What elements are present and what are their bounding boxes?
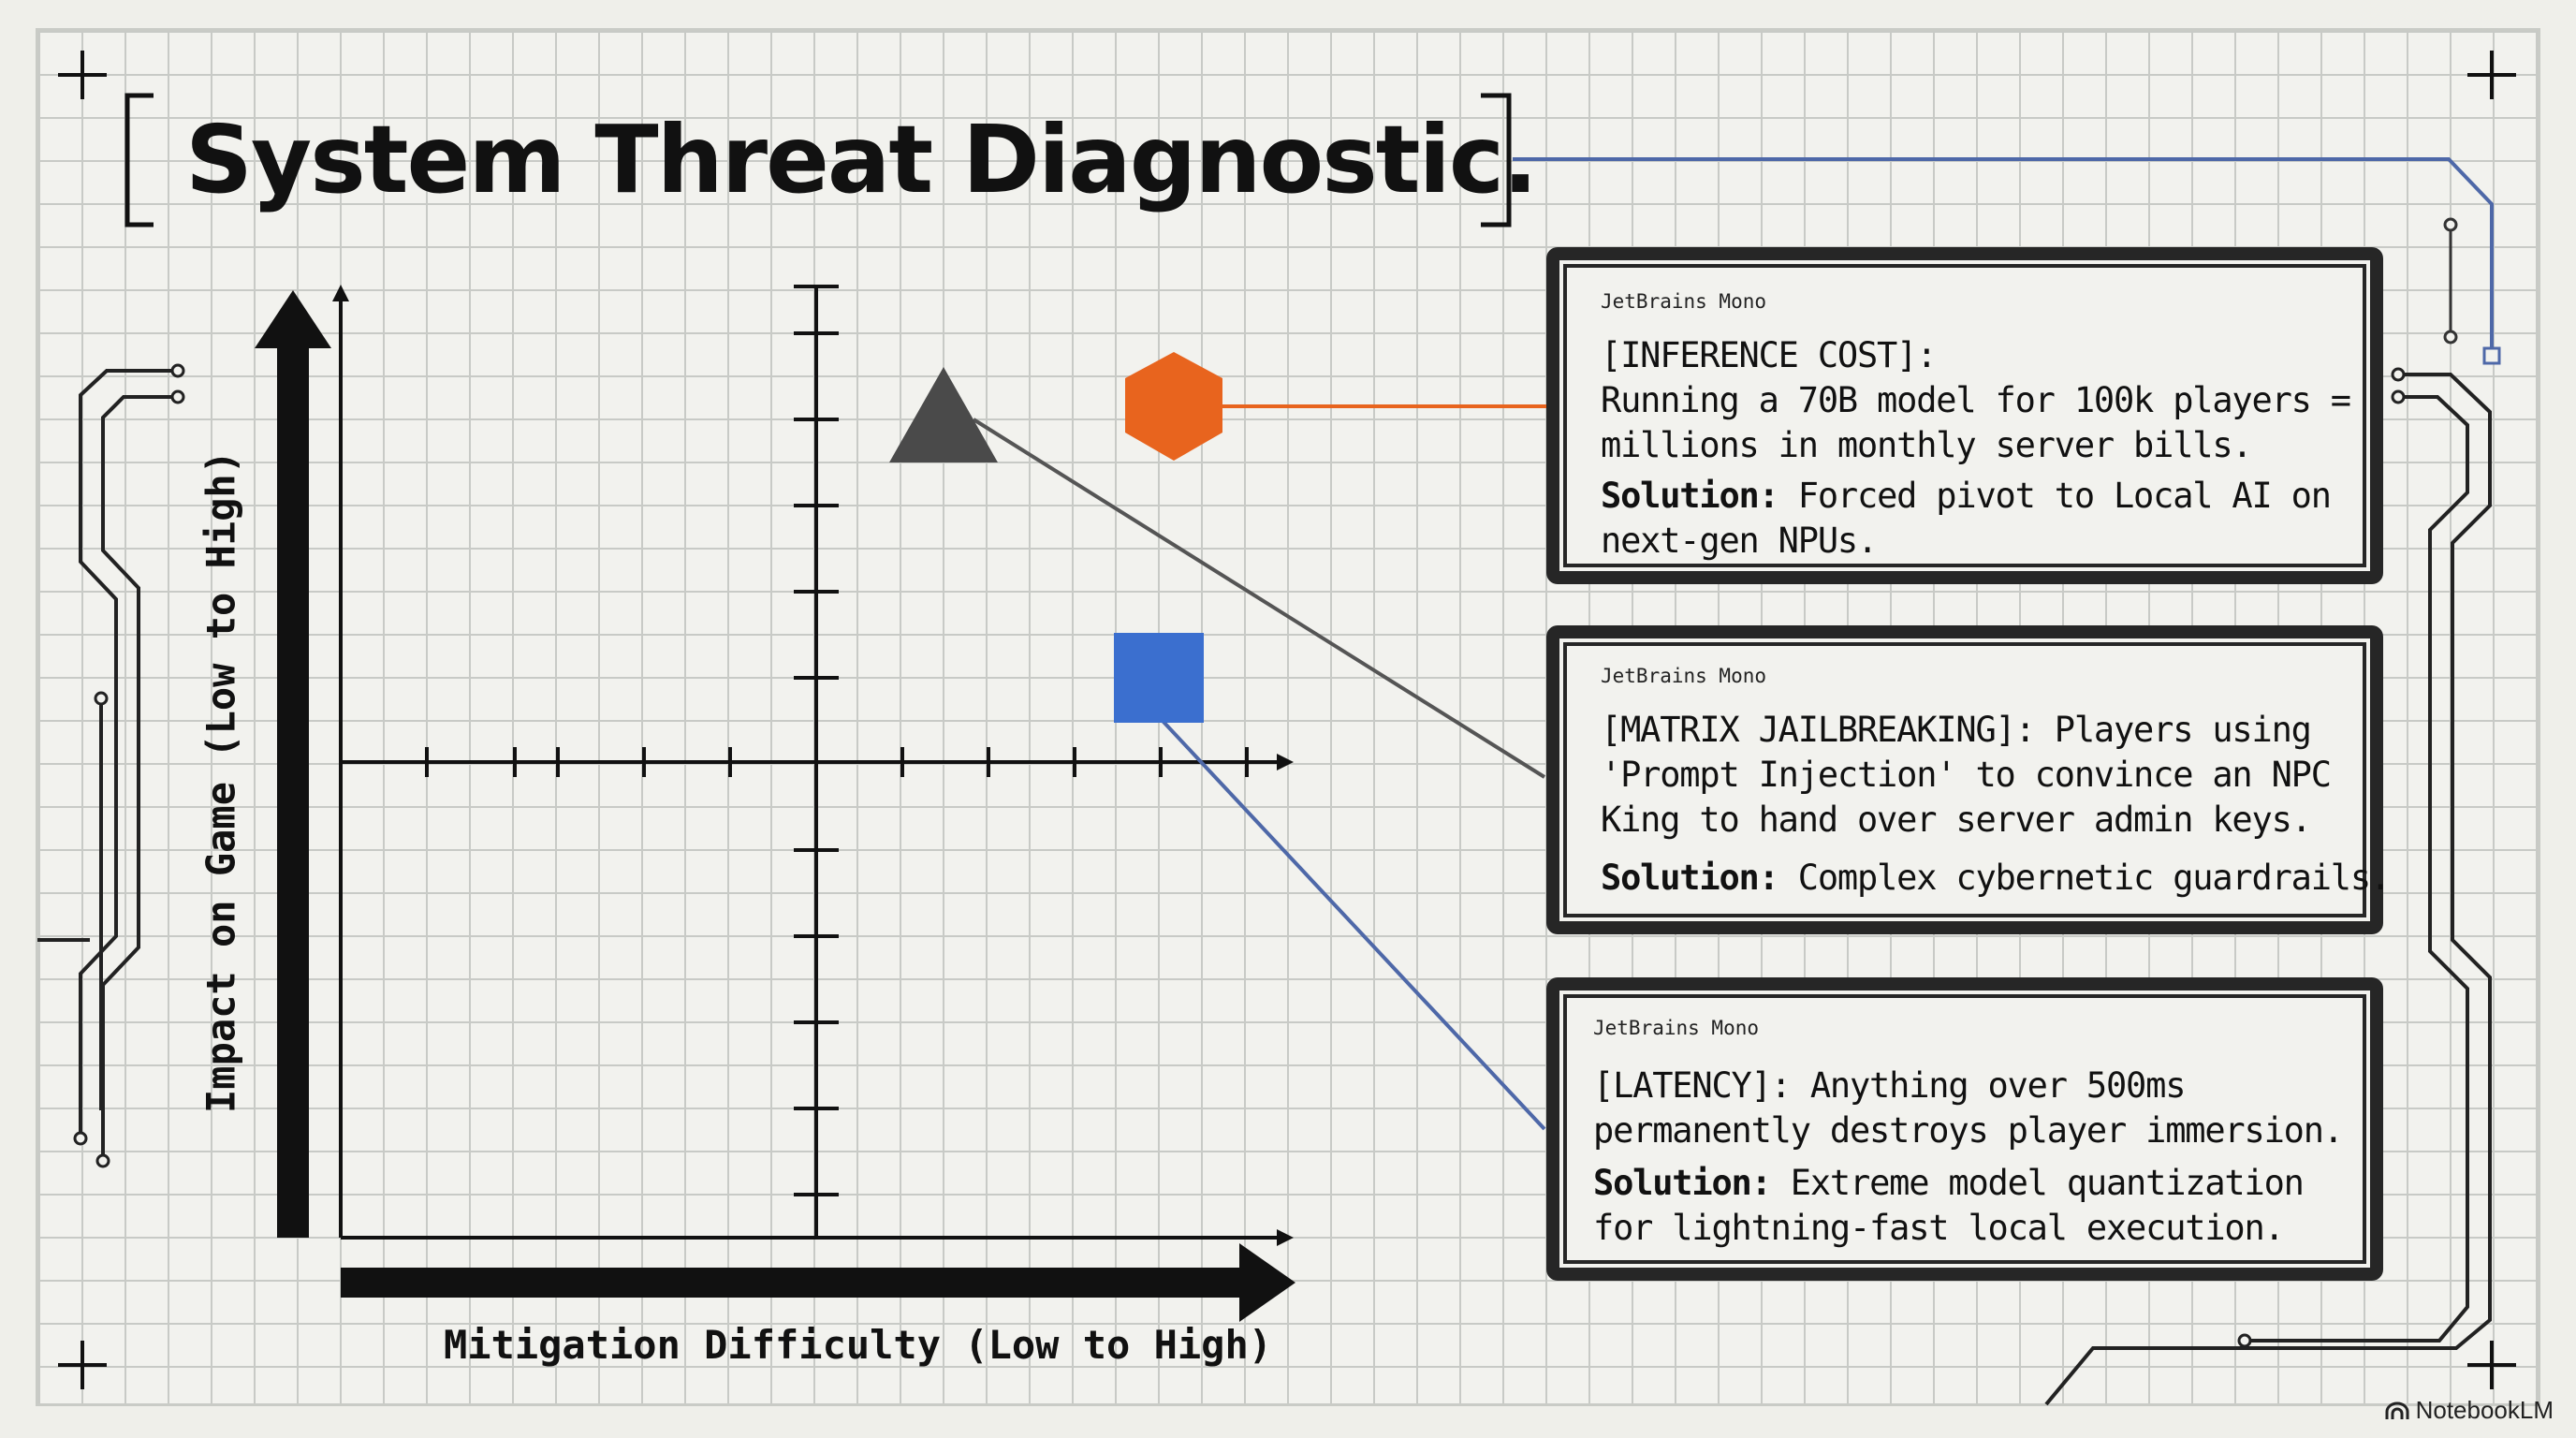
corner-crosshairs [58,51,2516,1389]
connector-triangle [972,418,1546,779]
card-tag: JetBrains Mono [1593,1017,1760,1039]
card-latency: JetBrains Mono [LATENCY]: Anything over … [1546,977,2383,1281]
title-brackets [124,93,1512,227]
card-solution: Solution: Forced pivot to Local AI on ne… [1601,476,2332,561]
page-title: System Threat Diagnostic. [185,105,1538,214]
card-solution: Solution: Complex cybernetic guardrails. [1601,858,2391,898]
plot-frame [339,286,1281,1240]
notebooklm-icon [2385,1401,2409,1419]
card-matrix-jailbreaking: JetBrains Mono [MATRIX JAILBREAKING]: Pl… [1546,625,2391,934]
triangle-marker [889,367,998,462]
axis-arrows [255,290,1295,1322]
notebooklm-logo: NotebookLM [2384,1396,2554,1425]
card-solution: Solution: Extreme model quantization for… [1593,1163,2305,1248]
right-circuit-traces [2044,373,2492,1406]
left-circuit-traces [37,369,178,1161]
card-text: Running a 70B model for 100k players = m… [1601,380,2351,465]
card-tag: JetBrains Mono [1601,290,1767,313]
card-tag: JetBrains Mono [1601,665,1767,687]
axis-ticks [425,331,1249,1196]
hexagon-marker [1125,352,1222,461]
wire-terminal [2482,346,2501,365]
square-marker [1114,633,1204,723]
x-axis-label: Mitigation Difficulty (Low to High) [444,1322,1273,1368]
card-text: [LATENCY]: Anything over 500ms permanent… [1593,1065,2344,1151]
card-inference-cost: JetBrains Mono [INFERENCE COST]: Running… [1546,247,2383,584]
title-wire [1513,157,2494,356]
card-heading: [INFERENCE COST]: [1601,335,1937,375]
connector-square [1161,719,1546,1131]
card-text: [MATRIX JAILBREAKING]: Players using 'Pr… [1601,710,2332,840]
